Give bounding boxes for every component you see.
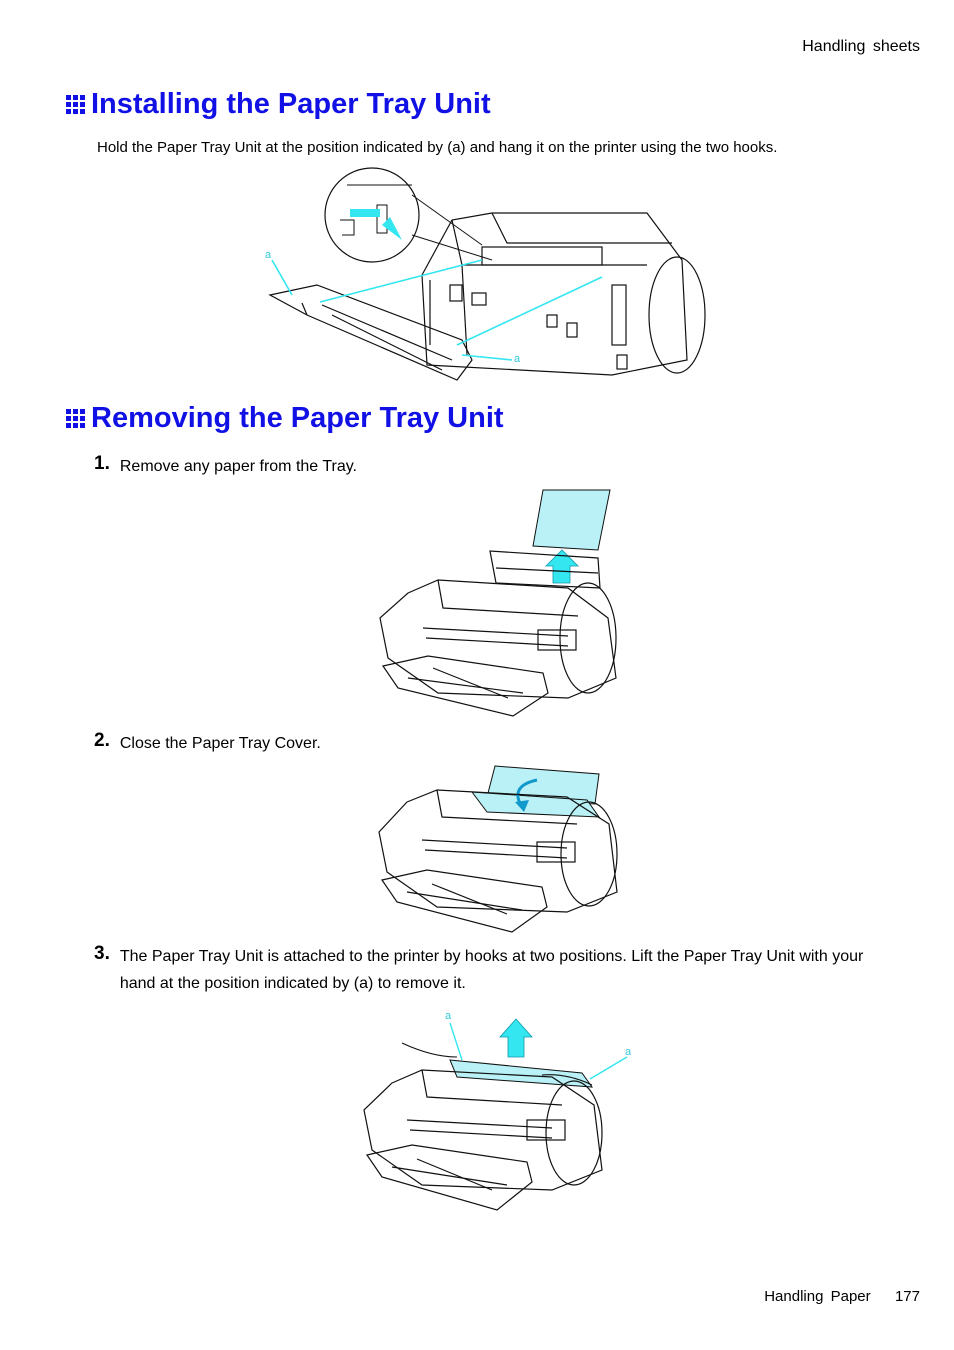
section-title-installing: Installing the Paper Tray Unit [66,88,491,121]
step-number: 3. [94,943,110,964]
page-number: 177 [894,1288,920,1305]
footer-chapter: Handling Paper [764,1288,871,1305]
callout-a-right: a [625,1046,632,1058]
step-number: 1. [94,453,110,474]
callout-a-left: a [265,249,272,261]
step-3: 3. The Paper Tray Unit is attached to th… [94,943,884,997]
callout-a-right: a [514,353,521,365]
step-text: Close the Paper Tray Cover. [119,735,321,752]
callout-a-left: a [445,1010,452,1022]
figure-lift-tray: a a [363,1010,632,1211]
step-text: Remove any paper from the Tray. [119,458,357,475]
installing-instruction: Hold the Paper Tray Unit at the position… [97,139,778,156]
removing-title-text: Removing the Paper Tray Unit [91,402,504,434]
section-title-removing: Removing the Paper Tray Unit [66,402,504,435]
step-text: The Paper Tray Unit is attached to the p… [119,948,864,992]
section-grid-icon [66,95,85,114]
step-number: 2. [94,730,110,751]
page-footer: Handling Paper 177 [764,1288,920,1305]
step-2: 2. Close the Paper Tray Cover. [94,730,884,757]
running-header: Handling sheets [802,38,920,55]
section-grid-icon [66,409,85,428]
installing-title-text: Installing the Paper Tray Unit [91,88,491,120]
step-1: 1. Remove any paper from the Tray. [94,453,884,480]
figure-install-tray: a a [265,167,706,381]
figure-remove-paper [379,489,617,717]
figure-close-cover [378,765,618,933]
